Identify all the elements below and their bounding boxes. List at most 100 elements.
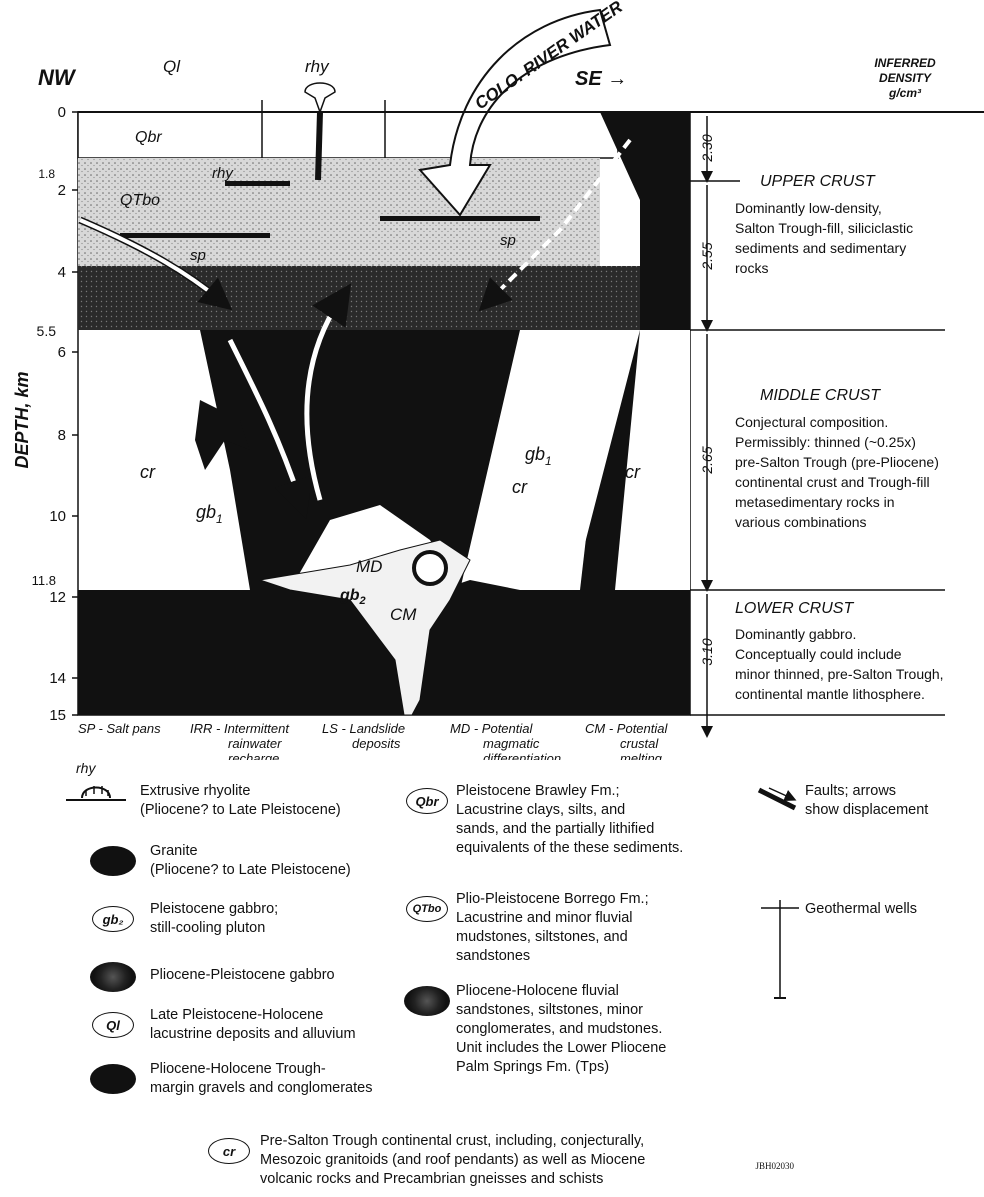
svg-text:continental mantle lithosphere: continental mantle lithosphere. [735,686,925,702]
axis-title: DEPTH, km [12,371,32,468]
svg-text:recharge: recharge [228,751,279,760]
legend-gb2-text: Pleistocene gabbro; still-cooling pluton [150,900,278,938]
cr-right-label: cr [625,462,641,482]
legend-faults-text: Faults; arrows show displacement [805,782,928,820]
svg-text:metasedimentary rocks in: metasedimentary rocks in [735,494,895,510]
svg-text:crustal: crustal [620,736,659,751]
legend-granite-text: Granite (Pliocene? to Late Pleistocene) [150,842,351,880]
abbr-md: MD - Potential [450,721,533,736]
legend-fluvial: Pliocene-Holocene fluvial sandstones, si… [400,982,666,1077]
density-3-10: 3.10 [699,638,715,665]
abbr-sp: SP - Salt pans [78,721,161,736]
granite-symbol [90,846,136,876]
rhyolite-symbol: rhy [70,782,140,826]
legend-qtbo: QTbo Plio-Pleistocene Borrego Fm.; Lacus… [400,890,649,966]
svg-text:melting: melting [620,751,663,760]
density-title-3: g/cm³ [888,86,922,100]
tick-0: 0 [58,104,66,121]
qtbo-layer [78,158,600,266]
legend-qbr: Qbr Pleistocene Brawley Fm.; Lacustrine … [400,782,683,858]
density-title-2: DENSITY [879,71,932,85]
tick-10: 10 [49,508,66,525]
svg-text:Conjectural composition.: Conjectural composition. [735,414,888,430]
legend-fluvial-text: Pliocene-Holocene fluvial sandstones, si… [456,982,666,1077]
tick-1-8: 1.8 [38,167,55,181]
rhy-dome [305,83,335,112]
svg-text:sediments and sedimentary: sediments and sedimentary [735,240,906,256]
cr-left-label: cr [140,462,156,482]
density-2-30: 2.30 [699,134,715,162]
tick-6: 6 [58,344,66,361]
legend-gabbro-text: Pliocene-Pleistocene gabbro [150,958,335,985]
fluvial-layer [78,266,640,330]
cr-symbol: cr [208,1138,250,1164]
tick-14: 14 [49,670,66,687]
legend-ql-text: Late Pleistocene-Holocene lacustrine dep… [150,1006,356,1044]
rhy-buried-label: rhy [212,165,234,182]
svg-text:pre-Salton Trough (pre-Pliocen: pre-Salton Trough (pre-Pliocene) [735,454,939,470]
legend-qbr-text: Pleistocene Brawley Fm.; Lacustrine clay… [456,782,683,858]
upper-crust-text: Dominantly low-density, Salton Trough-fi… [735,200,913,276]
sp-left-label: sp [190,247,206,264]
legend-cr-text: Pre-Salton Trough continental crust, inc… [260,1132,645,1189]
cross-section-diagram: NW SE → COLO. RIVER WATER INFERRED DENSI… [0,0,984,760]
lower-crust-title: LOWER CRUST [735,600,854,617]
abbreviations-row: SP - Salt pans IRR - Intermittent rainwa… [78,721,668,760]
svg-text:minor thinned, pre-Salton Trou: minor thinned, pre-Salton Trough, [735,666,944,682]
svg-text:differentiation: differentiation [483,751,561,760]
density-2-55: 2.55 [699,242,715,270]
legend-gravels: Pliocene-Holocene Trough- margin gravels… [80,1060,372,1104]
svg-text:continental crust and Trough-f: continental crust and Trough-fill [735,474,930,490]
qtbo-symbol: QTbo [406,896,448,922]
svg-text:Dominantly low-density,: Dominantly low-density, [735,200,882,216]
axis-ticks [72,112,78,715]
svg-text:Permissibly: thinned (~0.25x): Permissibly: thinned (~0.25x) [735,434,916,450]
rhy-top-label: rhy [305,57,330,76]
legend-rhyolite: rhy Extrusive rhyolite (Pliocene? to Lat… [70,782,341,826]
legend-gb2: gb₂ Pleistocene gabbro; still-cooling pl… [80,900,278,944]
legend: rhy Extrusive rhyolite (Pliocene? to Lat… [0,760,984,1197]
svg-text:Dominantly gabbro.: Dominantly gabbro. [735,626,856,642]
md-cm-body [414,552,446,584]
tick-4: 4 [58,264,66,281]
middle-crust-title: MIDDLE CRUST [760,387,881,404]
legend-gabbro: Pliocene-Pleistocene gabbro [80,958,335,1002]
sp-lens-left [120,233,270,238]
qbr-symbol: Qbr [406,788,448,814]
sp-right-label: sp [500,232,516,249]
tick-11-8: 11.8 [32,573,56,588]
qtbo-unit-label: QTbo [120,192,160,209]
nw-label: NW [38,65,77,90]
tick-2: 2 [58,182,66,199]
tick-15: 15 [49,707,66,724]
tick-12: 12 [49,589,66,606]
svg-text:rocks: rocks [735,260,768,276]
legend-gravels-text: Pliocene-Holocene Trough- margin gravels… [150,1060,372,1098]
se-label: SE → [575,68,627,90]
sp-lens-right [380,216,540,221]
svg-text:Conceptually could include: Conceptually could include [735,646,902,662]
gabbro-symbol [90,962,136,992]
rhy-buried [225,181,290,186]
middle-crust-text: Conjectural composition. Permissibly: th… [735,414,939,530]
tick-5-5: 5.5 [37,323,57,339]
tick-8: 8 [58,427,66,444]
qbr-unit-label: Qbr [135,129,162,146]
svg-text:magmatic: magmatic [483,736,540,751]
abbr-ls: LS - Landslide [322,721,405,736]
legend-cr: cr Pre-Salton Trough continental crust, … [200,1132,645,1189]
fault-icon [755,782,805,822]
svg-text:rainwater: rainwater [228,736,282,751]
svg-text:various combinations: various combinations [735,514,867,530]
cr-mid-label: cr [512,477,528,497]
density-title-1: INFERRED [874,56,936,70]
legend-wells-text: Geothermal wells [805,900,917,919]
axis-tick-labels: 0 1.8 2 4 5.5 6 8 10 11.8 12 14 15 [32,104,66,724]
gb2-symbol: gb₂ [92,906,134,932]
legend-granite: Granite (Pliocene? to Late Pleistocene) [80,842,351,886]
legend-qtbo-text: Plio-Pleistocene Borrego Fm.; Lacustrine… [456,890,649,966]
svg-text:Salton Trough-fill, siliciclas: Salton Trough-fill, siliciclastic [735,220,913,236]
md-label: MD [356,557,382,576]
abbr-irr: IRR - Intermittent [190,721,290,736]
fluvial-symbol [404,986,450,1016]
